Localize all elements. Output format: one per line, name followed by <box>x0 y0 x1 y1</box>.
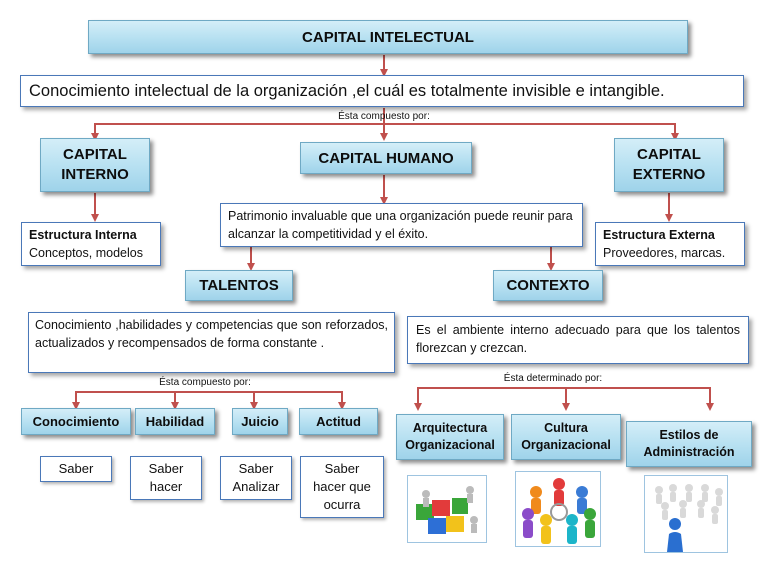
item-cultura-label: Cultura Organizacional <box>521 421 611 452</box>
connector-label-top: Ésta compuesto por: <box>338 111 430 122</box>
talentos-detail: Conocimiento ,habilidades y competencias… <box>28 312 395 373</box>
definition-box: Conocimiento intelectual de la organizac… <box>20 75 744 107</box>
capital-interno-detail: Estructura Interna Conceptos, modelos <box>21 222 161 266</box>
sub-saber-hacer-que-ocurra: Saber hacer que ocurra <box>300 456 384 518</box>
talentos-connector-label: Ésta compuesto por: <box>159 377 251 388</box>
capital-interno-box: CAPITAL INTERNO <box>40 138 150 192</box>
item-conocimiento-label: Conocimiento <box>32 414 120 429</box>
team-circle-icon <box>515 471 601 547</box>
estructura-externa-text: Proveedores, marcas. <box>603 246 726 260</box>
capital-externo-box: CAPITAL EXTERNO <box>614 138 724 192</box>
contexto-detail: Es el ambiente interno adecuado para que… <box>407 316 749 364</box>
estructura-interna-label: Estructura Interna <box>29 228 137 242</box>
sub-saber-hacer: Saber hacer <box>130 456 202 500</box>
capital-humano-title: CAPITAL HUMANO <box>318 149 454 167</box>
item-cultura: Cultura Organizacional <box>511 414 621 460</box>
sub-saber-hacer-que-ocurra-text: Saber hacer que ocurra <box>313 461 371 512</box>
talentos-text: Conocimiento ,habilidades y competencias… <box>35 318 388 350</box>
capital-humano-box: CAPITAL HUMANO <box>300 142 472 174</box>
talentos-box: TALENTOS <box>185 270 293 301</box>
page-title: CAPITAL INTELECTUAL <box>302 28 474 46</box>
sub-saber-analizar: Saber Analizar <box>220 456 292 500</box>
item-juicio-label: Juicio <box>241 414 279 429</box>
sub-saber-analizar-text: Saber Analizar <box>232 461 280 494</box>
sub-saber: Saber <box>40 456 112 482</box>
contexto-box: CONTEXTO <box>493 270 603 301</box>
capital-interno-title: CAPITAL INTERNO <box>61 146 129 183</box>
capital-humano-detail: Patrimonio invaluable que una organizaci… <box>220 203 583 247</box>
sub-saber-text: Saber <box>58 461 94 476</box>
capital-externo-title: CAPITAL EXTERNO <box>632 146 706 183</box>
contexto-connector-label: Ésta determinado por: <box>503 373 603 384</box>
item-arquitectura-label: Arquitectura Organizacional <box>405 421 495 452</box>
talentos-title: TALENTOS <box>199 277 279 294</box>
definition-text: Conocimiento intelectual de la organizac… <box>29 81 665 100</box>
capital-externo-detail: Estructura Externa Proveedores, marcas. <box>595 222 745 266</box>
sub-saber-hacer-text: Saber hacer <box>148 461 184 494</box>
item-actitud-label: Actitud <box>316 414 361 429</box>
item-conocimiento: Conocimiento <box>21 408 131 435</box>
contexto-title: CONTEXTO <box>506 277 590 294</box>
item-estilos: Estilos de Administración <box>626 421 752 467</box>
item-habilidad-label: Habilidad <box>145 414 205 429</box>
item-arquitectura: Arquitectura Organizacional <box>396 414 504 460</box>
title-box: CAPITAL INTELECTUAL <box>88 20 688 54</box>
item-juicio: Juicio <box>232 408 288 435</box>
contexto-text: Es el ambiente interno adecuado para que… <box>416 323 740 355</box>
item-estilos-label: Estilos de Administración <box>643 428 735 459</box>
capital-humano-text: Patrimonio invaluable que una organizaci… <box>228 209 573 241</box>
estructura-interna-text: Conceptos, modelos <box>29 246 143 260</box>
item-actitud: Actitud <box>299 408 378 435</box>
branch-contexto <box>417 387 711 396</box>
branch-talentos <box>75 391 343 401</box>
estructura-externa-label: Estructura Externa <box>603 228 715 242</box>
leader-crowd-icon <box>644 475 728 553</box>
item-habilidad: Habilidad <box>135 408 215 435</box>
puzzle-people-icon <box>407 475 487 543</box>
